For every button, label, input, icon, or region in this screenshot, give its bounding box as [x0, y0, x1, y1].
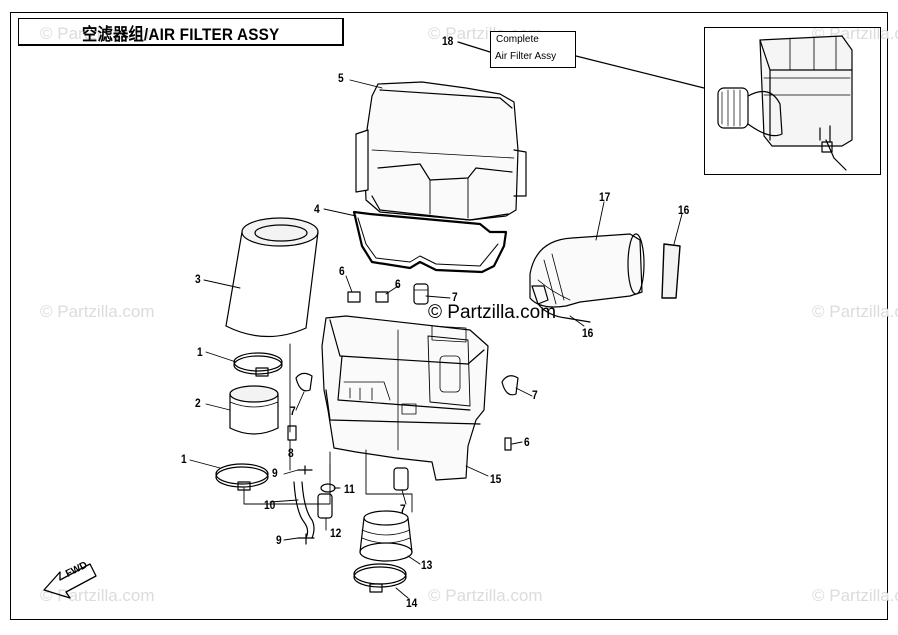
- part-label-13: 13: [421, 558, 433, 572]
- part-label-1-upper: 1: [197, 345, 203, 359]
- callout-text-line2: Air Filter Assy: [495, 51, 557, 62]
- part-label-6-right: 6: [524, 435, 530, 449]
- diagram-frame: [10, 12, 888, 620]
- part-label-7-left: 7: [290, 404, 296, 418]
- watermark: © Partzilla.com: [428, 586, 543, 605]
- leader-line-inset: [575, 55, 705, 89]
- part-label-2: 2: [195, 396, 201, 410]
- part-12-sleeve: [317, 493, 333, 519]
- part-label-16-lower: 16: [582, 326, 594, 340]
- part-label-10: 10: [264, 498, 276, 512]
- callout-text-line1: Complete: [496, 34, 539, 45]
- part-9-screw-upper: [297, 465, 313, 475]
- guide-line: [243, 451, 331, 505]
- watermark: © Partzilla.com: [40, 24, 155, 43]
- part-label-6-mid: 6: [395, 277, 401, 291]
- part-3-filter-element: [225, 217, 319, 338]
- leader-lines: [189, 79, 683, 599]
- part-1-clamp-lower: [215, 463, 269, 491]
- watermark-center: © Partzilla.com: [428, 302, 557, 323]
- part-label-3: 3: [195, 272, 201, 286]
- inset-box: [704, 27, 881, 175]
- part-label-7-top: 7: [452, 290, 458, 304]
- part-label-9-upper: 9: [272, 466, 278, 480]
- part-7-clip-left: [295, 372, 313, 392]
- part-label-9-lower: 9: [276, 533, 282, 547]
- part-2-hose: [229, 385, 279, 435]
- part-16-seal-ring: [661, 243, 681, 299]
- part-11-o-ring: [320, 483, 336, 493]
- part-label-17: 17: [599, 190, 611, 204]
- inset-complete-assembly: [717, 35, 853, 171]
- part-7-plug-lower: [393, 467, 409, 491]
- part-13-boot: [359, 510, 413, 562]
- part-6-pad-right: [375, 291, 389, 303]
- title-box: [18, 18, 344, 46]
- part-16-clamp: [531, 285, 591, 323]
- part-15-lower-housing: [321, 315, 489, 481]
- part-8-pin: [287, 425, 297, 441]
- part-label-7-lower: 7: [400, 502, 406, 516]
- part-7-clip-right: [501, 375, 519, 396]
- part-label-18: 18: [442, 34, 454, 48]
- part-6-pad-left: [347, 291, 361, 303]
- diagram-title: 空滤器组/AIR FILTER ASSY: [82, 25, 280, 44]
- part-label-7-right: 7: [532, 388, 538, 402]
- part-label-5: 5: [338, 71, 344, 85]
- watermark: © Partzilla.com: [812, 586, 898, 605]
- part-label-8: 8: [288, 446, 294, 460]
- guide-line: [365, 449, 413, 513]
- part-9-screw-lower: [297, 533, 315, 545]
- callout-box: [490, 31, 576, 68]
- part-10-drain-tube: [293, 481, 315, 539]
- fwd-arrow-icon: [43, 563, 97, 599]
- part-4-seal: [352, 210, 508, 274]
- part-1-clamp-upper: [233, 352, 283, 377]
- part-label-14: 14: [406, 596, 418, 610]
- part-6-pin-right: [504, 437, 512, 451]
- part-5-upper-cover: [355, 81, 527, 221]
- watermark: © Partzilla.com: [40, 302, 155, 321]
- part-7-plug-top: [413, 283, 429, 305]
- part-label-16-right: 16: [678, 203, 690, 217]
- part-label-1-lower: 1: [181, 452, 187, 466]
- leader-line-18: [457, 41, 491, 53]
- part-14-clamp: [353, 563, 407, 593]
- part-label-11: 11: [344, 482, 355, 496]
- part-label-4: 4: [314, 202, 320, 216]
- part-label-12: 12: [330, 526, 342, 540]
- watermark: © Partzilla.com: [812, 302, 898, 321]
- part-label-15: 15: [490, 472, 502, 486]
- part-label-6-left: 6: [339, 264, 345, 278]
